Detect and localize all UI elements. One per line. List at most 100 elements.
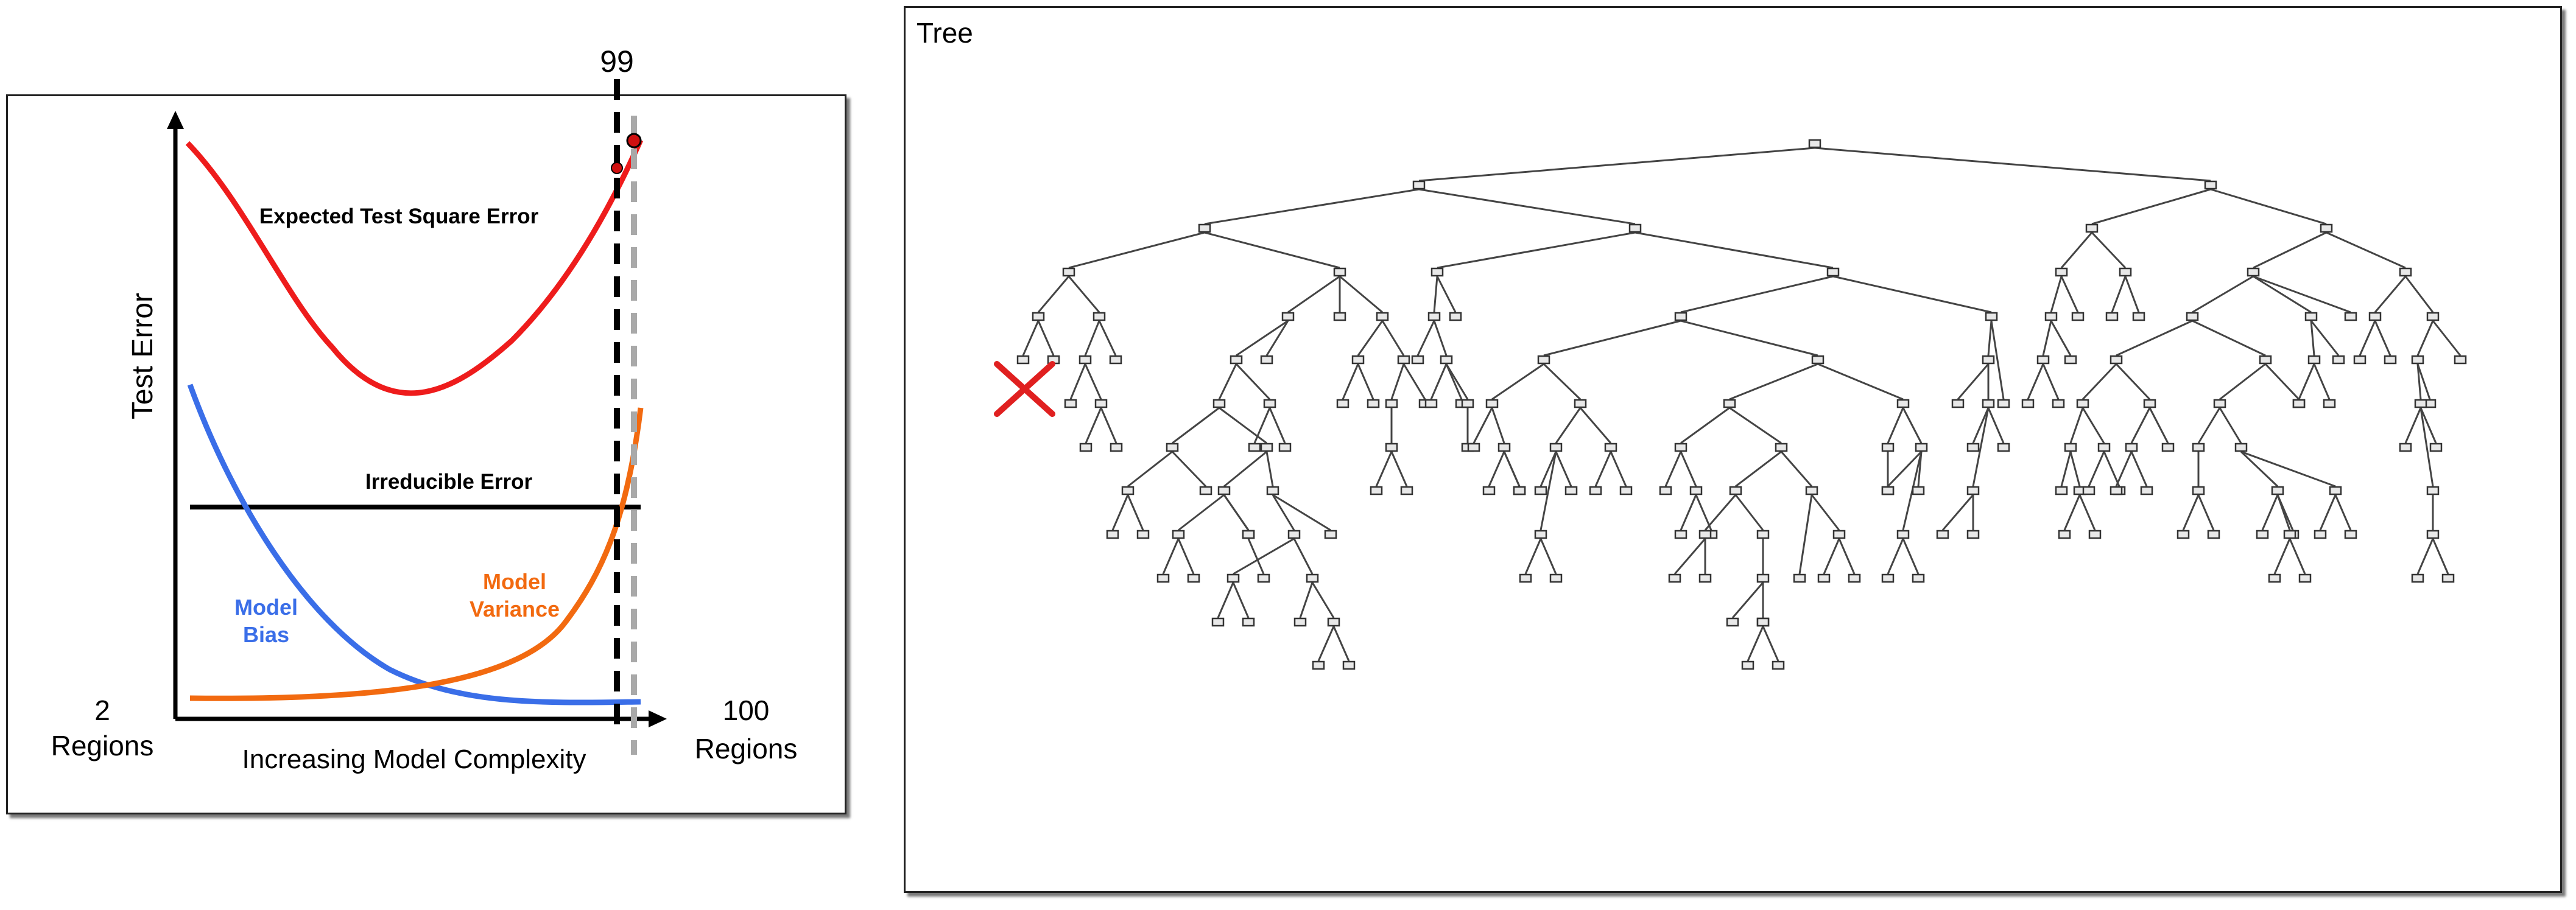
tree-node	[1281, 312, 1295, 321]
tree-node	[2368, 312, 2382, 321]
tree-node	[2307, 355, 2321, 365]
tree-node	[1287, 530, 1301, 539]
tree-node	[1109, 355, 1122, 365]
tree-edge	[2130, 451, 2148, 487]
tree-edge	[1299, 582, 1314, 618]
tree-node	[1412, 180, 1426, 190]
tree-node	[1136, 530, 1150, 539]
tree-edge	[2088, 451, 2105, 487]
tree-edge	[1543, 363, 1582, 401]
tree-node	[1156, 573, 1170, 583]
tree-edge	[1204, 231, 1340, 269]
tree-node	[1534, 486, 1547, 495]
tree-node	[1094, 399, 1108, 408]
tree-node	[1881, 573, 1895, 583]
tree-edge	[2432, 320, 2462, 356]
tree-node	[2314, 530, 2327, 539]
tree-node	[1110, 443, 1123, 452]
tree-edge	[2116, 320, 2193, 357]
tree-node	[1689, 486, 1703, 495]
tree-edge	[1084, 320, 1100, 356]
tree-edge	[1084, 363, 1102, 400]
tree-edge	[1332, 626, 1350, 662]
tree-node	[1997, 399, 2010, 408]
tree-node	[2454, 355, 2467, 365]
tree-edge	[2374, 320, 2391, 356]
tree-edge	[1540, 451, 1557, 487]
tree-edge	[2416, 363, 2422, 400]
tree-edge	[1265, 320, 1289, 356]
tree-node	[2110, 486, 2123, 495]
tree-edge	[2115, 363, 2151, 401]
tree-node	[2344, 530, 2357, 539]
tree-node	[1187, 573, 1200, 583]
tree-node	[2283, 530, 2296, 539]
model-bias-label-line1: Model	[234, 595, 298, 620]
tree-node	[1513, 486, 1526, 495]
tree-edge	[1317, 626, 1335, 662]
tree-node	[2271, 486, 2284, 495]
tree-edge	[1037, 276, 1070, 313]
tree-node	[1848, 573, 1861, 583]
tree-edge	[1680, 275, 1834, 313]
tree-edge	[1162, 538, 1180, 575]
tree-node	[2213, 399, 2226, 408]
tree-node	[1248, 443, 1261, 452]
x-axis-arrowhead	[649, 710, 667, 727]
tree-edge	[2253, 275, 2351, 313]
tree-edge	[1375, 451, 1393, 487]
tree-node	[1936, 530, 1949, 539]
tree-edge	[1780, 451, 1813, 487]
tree-edge	[2124, 276, 2140, 313]
tree-node	[2292, 399, 2306, 408]
tree-node	[1808, 139, 1821, 149]
tree-edge	[1972, 407, 1990, 444]
tree-node	[1079, 443, 1093, 452]
tree-node	[2132, 312, 2145, 321]
tree-edge	[1990, 320, 2005, 400]
tree-node	[1266, 486, 1279, 495]
tree-edge	[1022, 320, 1040, 356]
tree-edge	[2148, 407, 2169, 444]
tree-edge	[2419, 407, 2437, 444]
tree-edge	[2219, 407, 2242, 444]
tree-node	[2119, 267, 2132, 277]
tree-node	[2426, 486, 2440, 495]
tree-edge	[1555, 451, 1572, 487]
tree-edge	[2060, 276, 2079, 313]
tree-node	[2298, 573, 2312, 583]
tree-node	[1604, 443, 1617, 452]
tree-node	[1896, 530, 1910, 539]
test-error-curve	[185, 139, 644, 396]
tree-edge	[2069, 407, 2084, 444]
tree-edge	[1085, 407, 1102, 444]
tree-node	[1537, 355, 1550, 365]
tree-node	[2426, 312, 2440, 321]
tree-node	[1263, 399, 1276, 408]
tree-edge	[2374, 276, 2407, 313]
tree-node	[1729, 486, 1742, 495]
tree-node	[2021, 399, 2035, 408]
tree-edge	[1473, 407, 1493, 444]
tree-edge	[2111, 276, 2127, 313]
tree-node	[2329, 486, 2342, 495]
tree-node	[1367, 399, 1380, 408]
tree-edge	[2197, 407, 2221, 444]
tree-node	[2323, 399, 2336, 408]
tree-node	[2082, 486, 2096, 495]
test-error-point-99	[611, 162, 623, 174]
tree-node	[1805, 486, 1818, 495]
tree-edge	[1488, 451, 1505, 487]
tree-edge	[1635, 231, 1834, 269]
tree-node	[1997, 443, 2010, 452]
tree-node	[2192, 486, 2205, 495]
tree-edge	[1524, 538, 1542, 575]
tree-node	[1385, 443, 1398, 452]
tree-edge	[2319, 494, 2337, 531]
tree-edge	[1219, 407, 1267, 444]
tree-edge	[1729, 363, 1818, 401]
tree-edge	[1610, 451, 1627, 487]
tree-node	[1427, 312, 1441, 321]
tree-edge	[1357, 363, 1374, 400]
tree-node	[1306, 573, 1319, 583]
